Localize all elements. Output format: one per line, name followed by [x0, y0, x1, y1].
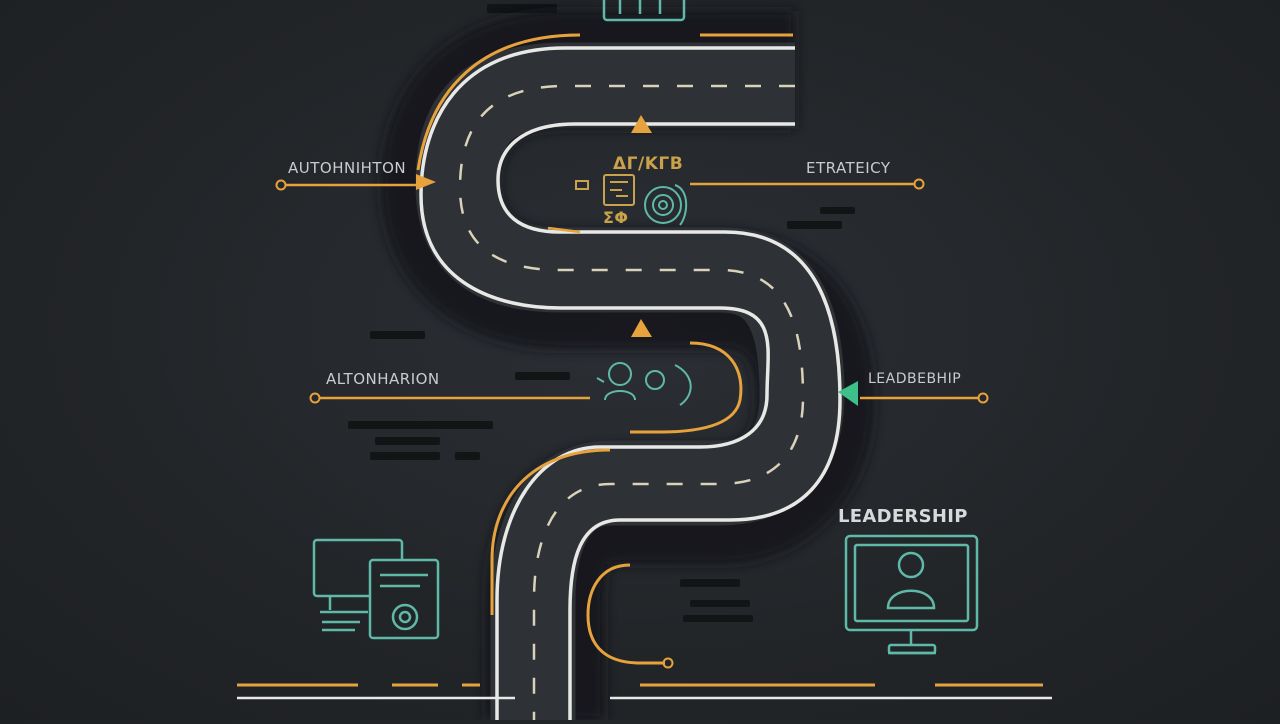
gear-icon [602, 0, 686, 22]
label-mid-right: LEADBEBHIP [868, 371, 962, 387]
base-lines [237, 683, 1052, 700]
user-monitor-icon [844, 534, 979, 655]
accent-track-lower [490, 448, 611, 615]
road-edge-inner [496, 122, 842, 720]
label-center-bottom: ΣΦ [603, 208, 629, 227]
connector-top-left [275, 174, 436, 191]
label-mid-left: ALTONHARION [326, 370, 440, 388]
brain-icon [575, 174, 635, 206]
label-center-top: ΔΓ/ΚΓΒ [613, 154, 684, 174]
accent-track-bottom [586, 563, 665, 665]
accent-track-top [416, 33, 581, 171]
document-icon [368, 558, 440, 640]
road-surface [415, 42, 845, 720]
label-top-left: AUTOHNIHTON [288, 159, 407, 177]
label-bottom-right: LEADERSHIP [838, 506, 968, 527]
accent-track-mid [630, 341, 743, 434]
connector-top-right [690, 178, 925, 190]
lane-center-dash [458, 84, 805, 720]
connector-mid-left [309, 392, 590, 404]
arrow-up-icon [631, 115, 652, 133]
arrow-up-icon [631, 319, 652, 337]
label-top-right: ETRATEICY [806, 159, 891, 177]
target-icon [644, 184, 688, 226]
user-group-icon [596, 362, 692, 406]
connector-mid-right [838, 381, 989, 406]
shadow-bars [348, 4, 855, 622]
